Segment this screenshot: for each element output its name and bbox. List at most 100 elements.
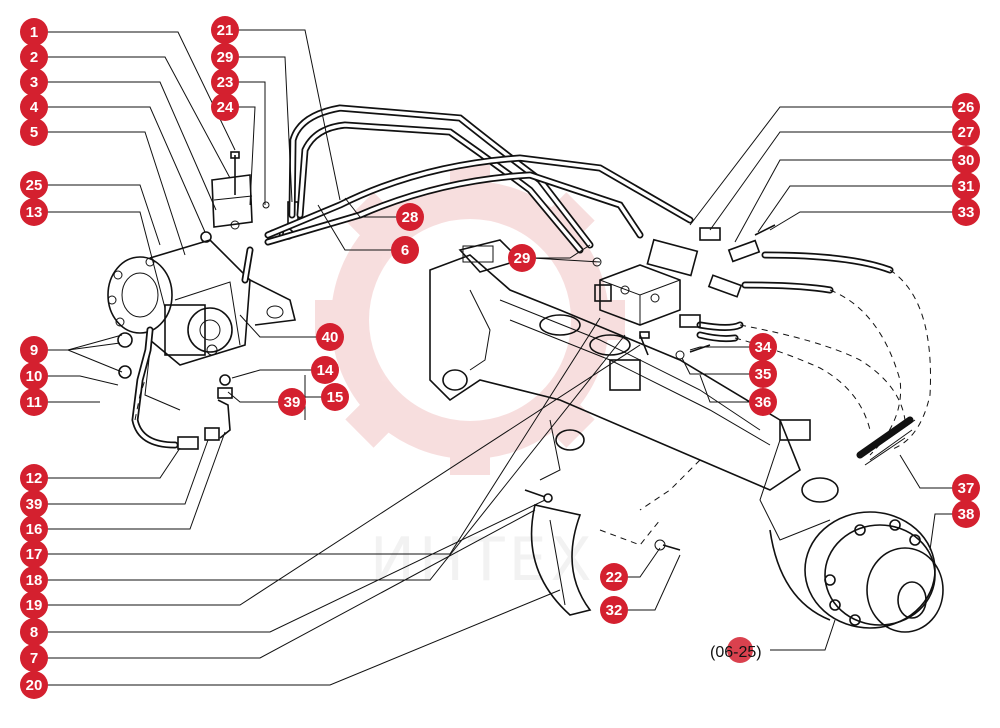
callout-badge	[952, 474, 980, 502]
callout-30: 30	[952, 146, 980, 174]
callout-badge	[508, 244, 536, 272]
callout-badge	[278, 388, 306, 416]
parts-drawing	[45, 29, 958, 686]
callout-badge	[211, 16, 239, 44]
callout-2: 2	[20, 43, 48, 71]
callout-18: 18	[20, 566, 48, 594]
callout-number: 37	[958, 480, 975, 497]
callout-38: 38	[952, 500, 980, 528]
callout-number: 22	[606, 569, 623, 586]
callout-number: 5	[30, 124, 38, 141]
left-valve-assembly	[107, 239, 296, 411]
callout-24: 24	[211, 93, 239, 121]
callout-14: 14	[311, 356, 339, 384]
callout-badge	[952, 172, 980, 200]
callout-number: 6	[401, 242, 409, 259]
callout-28: 28	[396, 203, 424, 231]
hydraulic-hoses	[131, 104, 894, 449]
callout-badge	[20, 18, 48, 46]
callout-badge	[952, 198, 980, 226]
callout-badge	[20, 388, 48, 416]
callout-21: 21	[211, 16, 239, 44]
callout-number: 28	[402, 209, 419, 226]
corrugated-sleeve	[856, 416, 916, 466]
callout-29: 29	[508, 244, 536, 272]
callout-12: 12	[20, 464, 48, 492]
callout-badge	[20, 171, 48, 199]
callout-34: 34	[749, 333, 777, 361]
callout-13: 13	[20, 198, 48, 226]
callout-10: 10	[20, 362, 48, 390]
callout-number: 29	[514, 250, 531, 267]
callout-number: 26	[958, 99, 975, 116]
callout-badge	[20, 198, 48, 226]
reference-badge-icon	[727, 637, 753, 663]
callout-number: 29	[217, 49, 234, 66]
callout-number: 40	[322, 329, 339, 346]
leader-lines	[45, 29, 958, 686]
callout-9: 9	[20, 336, 48, 364]
callout-badge	[20, 515, 48, 543]
callout-badge	[211, 68, 239, 96]
callout-number: 34	[755, 339, 772, 356]
callout-badge	[600, 596, 628, 624]
callout-number: 13	[26, 204, 43, 221]
callout-badge	[952, 93, 980, 121]
callout-7: 7	[20, 644, 48, 672]
callout-badge	[316, 323, 344, 351]
callout-11: 11	[20, 388, 48, 416]
axle-beam	[429, 239, 839, 541]
callout-badge	[600, 563, 628, 591]
callout-29: 29	[211, 43, 239, 71]
callout-number: 7	[30, 650, 38, 667]
callout-number: 25	[26, 177, 43, 194]
callout-badge	[311, 356, 339, 384]
callout-22: 22	[600, 563, 628, 591]
callout-number: 36	[755, 394, 772, 411]
callouts: 1234525139101112391617181987202129232428…	[20, 16, 980, 699]
callout-6: 6	[391, 236, 419, 264]
callout-number: 38	[958, 506, 975, 523]
callout-number: 30	[958, 152, 975, 169]
callout-number: 20	[26, 677, 43, 694]
reference-label: (06-25)	[710, 644, 762, 661]
callout-number: 10	[26, 368, 43, 385]
callout-27: 27	[952, 118, 980, 146]
callout-number: 4	[30, 99, 39, 116]
callout-badge	[396, 203, 424, 231]
wheel-hub	[769, 511, 944, 633]
callout-8: 8	[20, 618, 48, 646]
callout-number: 27	[958, 124, 975, 141]
callout-number: 31	[958, 178, 975, 195]
callout-badge	[20, 644, 48, 672]
callout-badge	[20, 464, 48, 492]
callout-number: 8	[30, 624, 38, 641]
callout-number: 14	[317, 362, 334, 379]
callout-23: 23	[211, 68, 239, 96]
callout-badge	[20, 618, 48, 646]
watermark-text: ИНТЕХ	[370, 525, 596, 595]
callout-number: 17	[26, 546, 43, 563]
callout-20: 20	[20, 671, 48, 699]
callout-number: 18	[26, 572, 43, 589]
callout-number: 24	[217, 99, 234, 116]
callout-badge	[20, 336, 48, 364]
callout-badge	[20, 490, 48, 518]
callout-number: 23	[217, 74, 234, 91]
callout-badge	[20, 93, 48, 121]
callout-31: 31	[952, 172, 980, 200]
callout-15: 15	[321, 383, 349, 411]
callout-badge	[749, 360, 777, 388]
callout-number: 3	[30, 74, 38, 91]
callout-number: 21	[217, 22, 234, 39]
callout-number: 1	[30, 24, 38, 41]
callout-badge	[20, 362, 48, 390]
callout-number: 2	[30, 49, 38, 66]
callout-badge	[749, 388, 777, 416]
callout-badge	[321, 383, 349, 411]
callout-badge	[391, 236, 419, 264]
callout-badge	[20, 591, 48, 619]
callout-36: 36	[749, 388, 777, 416]
central-valve-block	[592, 257, 681, 326]
callout-16: 16	[20, 515, 48, 543]
